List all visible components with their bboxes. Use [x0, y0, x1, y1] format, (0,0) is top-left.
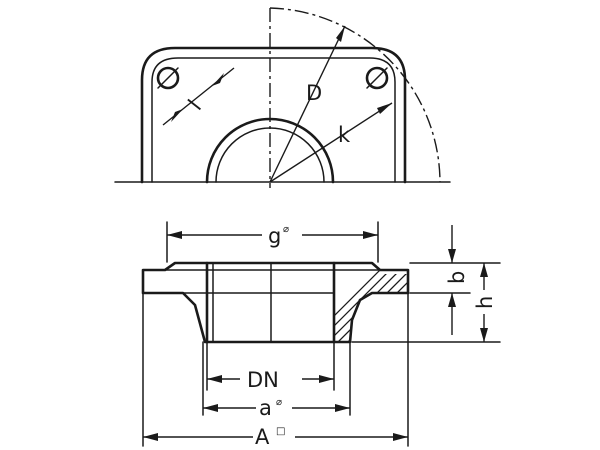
dimension-g: g ⌀ — [167, 222, 378, 248]
label-b: b — [445, 271, 469, 284]
dimension-h: h — [473, 263, 497, 342]
label-DN: DN — [247, 368, 279, 392]
dimension-A: A □ — [143, 423, 408, 449]
label-g-symbol: ⌀ — [283, 224, 289, 235]
label-h: h — [473, 296, 497, 309]
label-a: a — [259, 396, 272, 420]
label-A: A — [255, 425, 270, 449]
label-D: D — [306, 81, 322, 105]
pipe-inner-arc — [215, 127, 325, 183]
top-view: l D k — [114, 7, 451, 188]
bolt-hole-right — [365, 66, 389, 90]
bolt-hole-left — [156, 66, 180, 90]
dimension-b: b — [445, 225, 469, 335]
label-g: g — [268, 224, 281, 248]
dimension-D: D — [269, 25, 346, 183]
top-view-outer-arc — [269, 7, 441, 183]
dimension-l: l — [162, 67, 235, 126]
pipe-outer-arc — [205, 117, 335, 184]
flange-outline — [140, 46, 407, 184]
label-A-symbol: □ — [276, 426, 285, 437]
section-view: g ⌀ b h — [141, 221, 501, 449]
label-a-symbol: ⌀ — [276, 397, 282, 408]
flange-inner-outline — [151, 57, 396, 183]
dimension-DN: DN — [207, 366, 334, 392]
dimension-a: a ⌀ — [203, 394, 350, 420]
section-hatching — [334, 263, 408, 342]
dimension-k: k — [269, 102, 393, 183]
label-k: k — [338, 123, 351, 147]
section-outline — [141, 261, 410, 344]
